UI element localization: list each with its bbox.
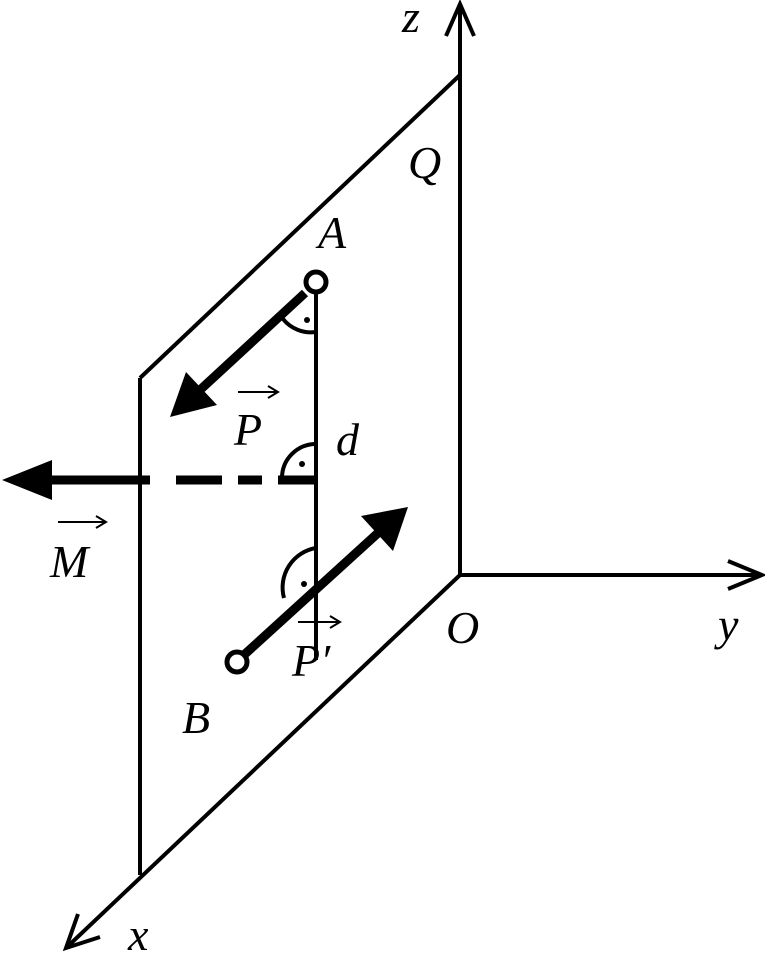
moment-label: M — [49, 536, 91, 587]
force-p-prime-label: P′ — [291, 635, 331, 686]
point-b-circle — [224, 649, 250, 675]
right-angle-mark-b — [280, 546, 317, 599]
z-axis-label: z — [401, 0, 420, 42]
z-axis — [444, 0, 476, 575]
moment-label-group: M — [49, 515, 108, 587]
force-p-label: P — [233, 404, 262, 455]
right-angle-mark-a — [281, 317, 317, 335]
force-p-prime-label-group: P′ — [291, 615, 342, 686]
y-axis-label: y — [714, 599, 739, 650]
x-axis — [62, 573, 462, 952]
moment-vector-arrow — [2, 460, 316, 500]
vector-p-arrow — [170, 289, 309, 417]
force-p-label-group: P — [233, 385, 280, 455]
y-axis — [460, 559, 765, 591]
right-angle-mark-m — [280, 442, 317, 479]
point-a-label: A — [315, 207, 347, 258]
plane-label: Q — [408, 137, 441, 188]
vector-p-prime-arrow — [241, 507, 408, 658]
point-a-circle — [303, 269, 329, 295]
point-b-label: B — [182, 692, 210, 743]
plane-q-outline — [138, 73, 462, 875]
origin-label: O — [446, 602, 479, 653]
x-axis-label: x — [127, 909, 149, 954]
distance-label: d — [336, 414, 360, 465]
